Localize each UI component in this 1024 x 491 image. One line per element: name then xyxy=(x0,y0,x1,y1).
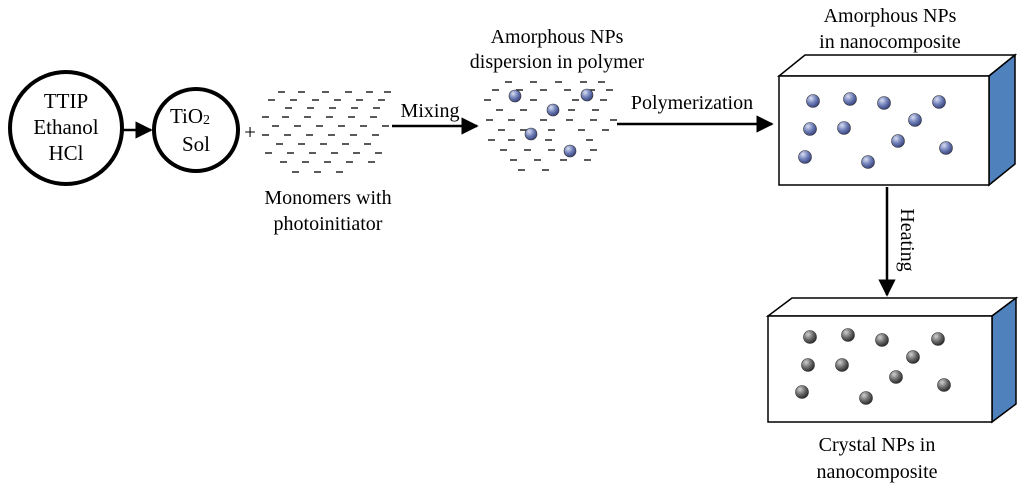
precursor-line-2: Ethanol xyxy=(33,115,98,139)
sol-formula: TiO2 xyxy=(170,104,210,128)
nanoparticle xyxy=(806,94,820,108)
crystal-box-top xyxy=(765,297,1019,317)
nanoparticle xyxy=(931,332,945,346)
crystal-line-1: Crystal NPs in xyxy=(819,434,936,456)
mixing-label: Mixing xyxy=(401,100,460,122)
monomers-line-2: photoinitiator xyxy=(274,213,383,235)
nanoparticle xyxy=(798,150,812,164)
precursor-ellipse xyxy=(8,70,124,186)
nanoparticle xyxy=(937,378,951,392)
nanoparticle xyxy=(803,122,817,136)
plus-sign: + xyxy=(244,120,256,144)
amorphous-box-top xyxy=(776,54,1018,77)
polymerization-label: Polymerization xyxy=(631,92,753,114)
precursor-node: TTIP Ethanol HCl xyxy=(8,70,124,186)
precursor-line-1: TTIP xyxy=(44,89,88,113)
dispersion-line-2: dispersion in polymer xyxy=(470,51,645,73)
sol-label: Sol xyxy=(182,132,210,156)
nanoparticle xyxy=(795,385,809,399)
amorphous-particles xyxy=(798,92,953,169)
nanoparticle xyxy=(508,89,522,103)
crystal-box-front xyxy=(767,315,993,423)
nanoparticle xyxy=(563,144,577,158)
nanoparticle xyxy=(843,92,857,106)
nanoparticle xyxy=(908,113,922,127)
nanoparticle xyxy=(875,333,889,347)
precursor-line-3: HCl xyxy=(48,141,83,165)
nanoparticle xyxy=(906,350,920,364)
nanoparticle xyxy=(939,141,953,155)
dispersion-particles xyxy=(508,88,594,158)
crystal-particles xyxy=(795,328,951,405)
dispersion-dashes xyxy=(484,81,617,171)
nanoparticle xyxy=(861,155,875,169)
amorphous-line-2: in nanocomposite xyxy=(819,31,961,53)
dispersion-line-1: Amorphous NPs xyxy=(491,26,624,48)
monomer-dashes xyxy=(262,91,391,173)
nanoparticle xyxy=(932,95,946,109)
nanoparticle xyxy=(524,127,538,141)
monomers-line-1: Monomers with xyxy=(264,187,391,209)
amorphous-line-1: Amorphous NPs xyxy=(824,5,957,27)
crystal-line-2: nanocomposite xyxy=(816,461,937,483)
sol-ellipse xyxy=(152,87,240,173)
nanoparticle xyxy=(837,121,851,135)
sol-node: TiO2 Sol xyxy=(152,87,240,173)
nanoparticle xyxy=(546,103,560,117)
heating-label: Heating xyxy=(896,208,918,271)
crystal-box-side xyxy=(991,296,1017,424)
nanoparticle xyxy=(841,328,855,342)
nanoparticle xyxy=(877,96,891,110)
nanoparticle xyxy=(835,358,849,372)
nanoparticle xyxy=(889,370,903,384)
nanoparticle xyxy=(803,330,817,344)
nanoparticle xyxy=(580,88,594,102)
amorphous-box xyxy=(776,53,1018,187)
nanoparticle xyxy=(891,134,905,148)
nanoparticle xyxy=(801,358,815,372)
nanoparticle xyxy=(859,391,873,405)
amorphous-box-side xyxy=(988,53,1016,187)
